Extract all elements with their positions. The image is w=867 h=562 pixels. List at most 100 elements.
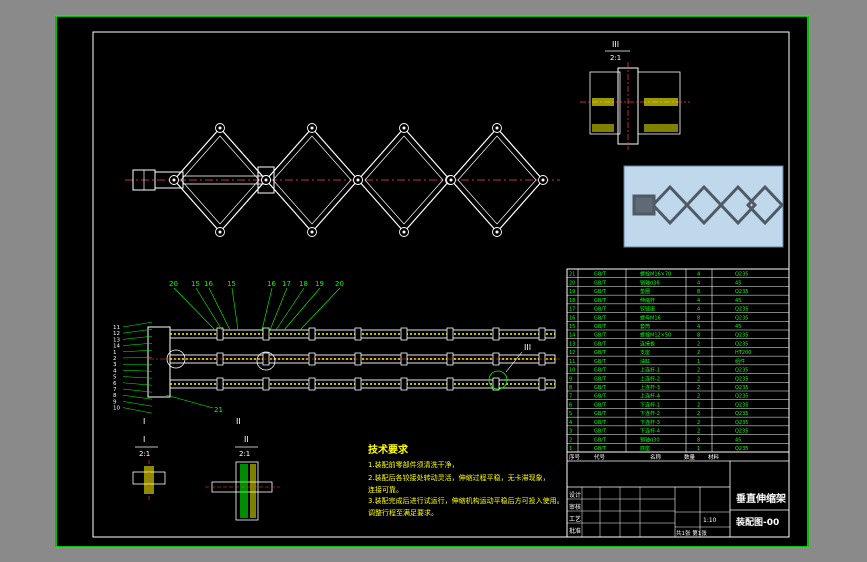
detail-i-scale: 2:1 xyxy=(139,450,150,458)
bom-cell: HT200 xyxy=(735,350,751,356)
bom-cell: 连接板 xyxy=(640,340,655,347)
bom-cell: 2 xyxy=(697,402,700,408)
bom-cell: 4 xyxy=(697,298,700,304)
bom-cell: 支座 xyxy=(640,349,650,356)
detail-ii-scale: 2:1 xyxy=(239,450,250,458)
bom-cell: 45 xyxy=(735,280,741,286)
leader-line xyxy=(122,328,153,334)
bom-cell: 3 xyxy=(569,429,572,435)
bom-cell: Q235 xyxy=(735,333,748,339)
rail-pin xyxy=(216,377,224,391)
bom-cell: GB/T xyxy=(594,280,607,286)
bom-header: 序号 xyxy=(569,453,581,461)
bom-cell: 上连杆-1 xyxy=(640,367,660,374)
balloon-label: 2 xyxy=(113,356,117,362)
rail-pin xyxy=(308,377,316,391)
bom-cell: Q235 xyxy=(735,446,748,452)
detail-i: I 2:1 xyxy=(132,435,166,500)
bom-cell: 上连杆-2 xyxy=(640,375,660,382)
leader-line xyxy=(122,382,153,386)
leader-line xyxy=(208,287,231,331)
pivot-center xyxy=(449,178,453,182)
bom-cell: Q235 xyxy=(735,368,748,374)
drawing-number: 装配图-00 xyxy=(735,516,779,528)
detail-ii-title: II xyxy=(244,435,249,444)
bom-cell: 1 xyxy=(569,446,572,452)
bom-cell: 8 xyxy=(697,315,700,321)
leader-line xyxy=(122,335,153,340)
bom-cell: 8 xyxy=(697,289,700,295)
balloon-label: 20 xyxy=(169,280,178,288)
balloon-label: 16 xyxy=(267,280,276,288)
leader-line xyxy=(122,394,153,400)
bom-cell: 组件 xyxy=(735,358,745,365)
callout-i: I xyxy=(143,417,145,426)
bom-cell: 下连杆-3 xyxy=(640,419,660,426)
bom-cell: 螺母M16 xyxy=(640,314,661,321)
rail-pin xyxy=(354,377,362,391)
bom-cell: 11 xyxy=(569,359,575,365)
bom-cell: 2 xyxy=(569,437,572,443)
balloon-label: 20 xyxy=(335,280,344,288)
bom-cell: 4 xyxy=(697,280,700,286)
pivot-center xyxy=(541,178,545,182)
bom-cell: Q235 xyxy=(735,376,748,382)
balloon-label: 1 xyxy=(113,350,117,356)
balloon-label: 14 xyxy=(113,344,120,350)
bom-cell: 下连杆-4 xyxy=(640,428,660,435)
bom-cell: Q235 xyxy=(735,272,748,278)
bom-cell: 13 xyxy=(569,341,575,347)
bom-cell: Q235 xyxy=(735,289,748,295)
bom-cell: 6 xyxy=(569,402,572,408)
bom-cell: GB/T xyxy=(594,376,607,382)
leader-line xyxy=(122,321,153,328)
leader-line xyxy=(195,287,223,331)
bom-cell: 45 xyxy=(735,298,741,304)
bom-cell: 2 xyxy=(697,394,700,400)
bom-cell: Q235 xyxy=(735,341,748,347)
bom-cell: Q235 xyxy=(735,411,748,417)
notes-line-5: 调整行程至满足要求。 xyxy=(368,508,438,517)
bom-cell: 16 xyxy=(569,315,575,321)
bom-cell: 20 xyxy=(569,280,575,286)
bom-cell: Q235 xyxy=(735,315,748,321)
balloon-label: 17 xyxy=(282,280,291,288)
bom-cell: 7 xyxy=(569,394,572,400)
bom-cell: GB/T xyxy=(594,289,607,295)
bom-cell: 1 xyxy=(697,446,700,452)
title-block: 序号代号名称数量材料 垂直伸缩架 装配图-00 1:10 共1张 第1张 设计 … xyxy=(566,451,790,538)
leader-line xyxy=(261,287,273,331)
pivot-center xyxy=(310,126,314,130)
render-link xyxy=(718,184,758,226)
detail-iii-scale: 2:1 xyxy=(610,54,621,62)
bom-cell: 销轴d36 xyxy=(640,279,660,286)
scissor-link-inner xyxy=(180,135,260,225)
bom-cell: 1 xyxy=(697,359,700,365)
bom-cell: 9 xyxy=(569,376,572,382)
bom-cell: 下连杆-1 xyxy=(640,401,660,408)
bom-cell: 伸缩杆 xyxy=(640,297,655,304)
balloon-label: 9 xyxy=(113,399,117,405)
bom-cell: GB/T xyxy=(594,429,607,435)
balloon-label: 12 xyxy=(113,331,120,337)
bom-cell: 19 xyxy=(569,289,575,295)
rail-pin xyxy=(216,327,224,341)
bom-cell: 油缸 xyxy=(640,358,650,365)
bom-cell: 销轴d30 xyxy=(640,436,660,443)
bom-cell: Q235 xyxy=(735,394,748,400)
leader-line xyxy=(122,356,153,359)
pivot-center xyxy=(495,230,499,234)
balloon-label: 5 xyxy=(113,375,117,381)
bom-cell: 下连杆-2 xyxy=(640,410,660,417)
technical-requirements: 技术要求 1.装配前零部件须清洗干净， 2.装配后各铰接处转动灵活，伸缩过程平稳… xyxy=(368,443,564,517)
balloon-label: 7 xyxy=(113,387,117,393)
balloon-label: 11 xyxy=(113,325,120,331)
leader-line xyxy=(275,287,305,331)
3d-render-image xyxy=(623,165,785,248)
balloon-label: 10 xyxy=(113,406,120,412)
bom-cell: 8 xyxy=(697,333,700,339)
bom-cell: GB/T xyxy=(594,437,607,443)
bom-cell: 螺栓M12×50 xyxy=(640,332,671,339)
balloon-label: 15 xyxy=(227,280,236,288)
